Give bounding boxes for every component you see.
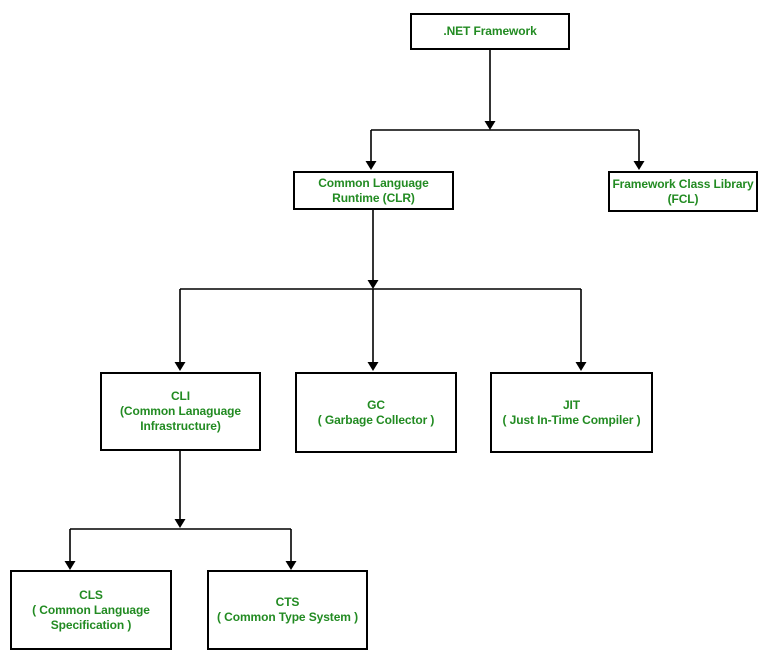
node-cts: CTS ( Common Type System ): [207, 570, 368, 650]
arrow-down-icon: [633, 161, 645, 170]
edge-net-to-level2: [365, 50, 645, 170]
arrow-down-icon: [285, 561, 297, 570]
arrow-down-icon: [367, 362, 379, 371]
arrow-down-icon: [484, 121, 496, 130]
arrow-down-icon: [575, 362, 587, 371]
node-fcl: Framework Class Library (FCL): [608, 171, 758, 212]
arrow-down-icon: [174, 519, 186, 528]
edge-clr-to-level3: [174, 210, 587, 371]
node-jit: JIT ( Just In-Time Compiler ): [490, 372, 653, 453]
arrow-down-icon: [64, 561, 76, 570]
arrow-down-icon: [367, 280, 379, 289]
edge-cli-to-level4: [64, 451, 297, 570]
arrow-down-icon: [365, 161, 377, 170]
arrow-down-icon: [174, 362, 186, 371]
node-net-framework: .NET Framework: [410, 13, 570, 50]
node-cli: CLI (Common Lanaguage Infrastructure): [100, 372, 261, 451]
node-gc: GC ( Garbage Collector ): [295, 372, 457, 453]
node-clr: Common Language Runtime (CLR): [293, 171, 454, 210]
node-cls: CLS ( Common Language Specification ): [10, 570, 172, 650]
